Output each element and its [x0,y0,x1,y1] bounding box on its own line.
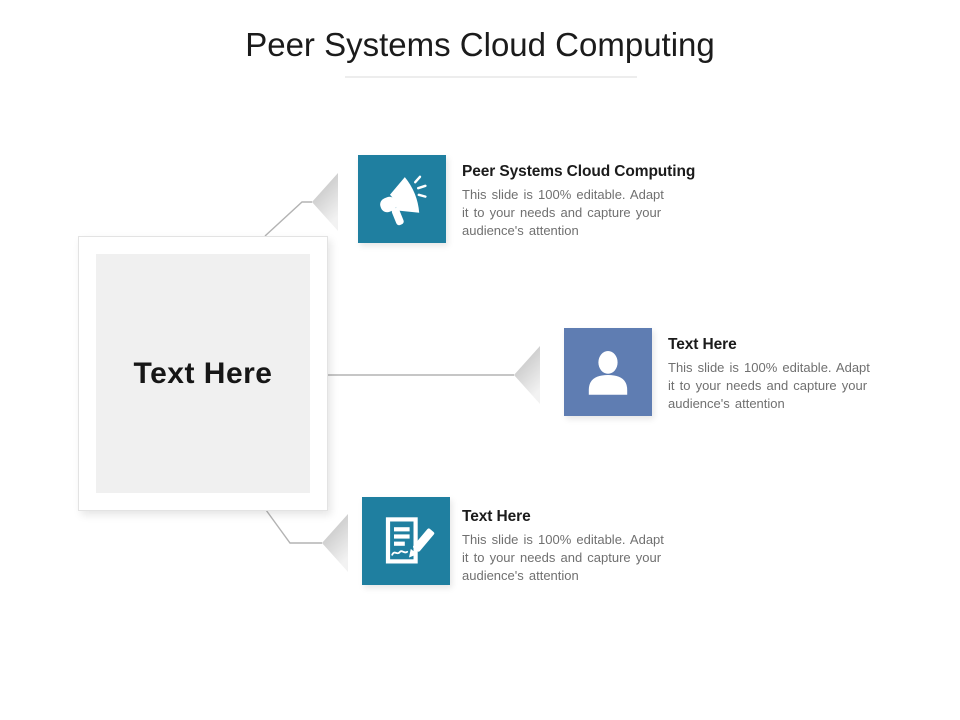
item-heading: Text Here [668,336,737,353]
megaphone-icon [380,175,427,226]
item-body-line: This slide is 100% editable. Adapt [668,360,870,375]
connector-top [264,201,312,237]
center-label: Text Here [133,356,273,390]
arrow-triangle-middle [514,346,540,404]
callout-item-1: Peer Systems Cloud Computing This slide … [462,163,696,240]
megaphone-icon-box [358,155,446,243]
item-body-line: audience's attention [668,396,785,411]
arrow-triangle-top [312,173,338,231]
center-text-inner-panel: Text Here [96,254,310,493]
item-body-line: it to your needs and capture your [462,205,662,220]
person-icon-box [564,328,652,416]
item-heading: Text Here [462,508,531,525]
item-body-line: This slide is 100% editable. Adapt [462,187,664,202]
item-body-line: it to your needs and capture your [462,550,662,565]
arrow-triangle-bottom [322,514,348,572]
slide-title: Peer Systems Cloud Computing [245,26,715,63]
callout-item-3: Text Here This slide is 100% editable. A… [462,508,692,585]
item-body-line: This slide is 100% editable. Adapt [462,532,664,547]
item-heading: Peer Systems Cloud Computing [462,163,696,180]
callout-item-2: Text Here This slide is 100% editable. A… [668,336,898,413]
document-pen-icon [385,517,435,564]
item-body-line: audience's attention [462,568,579,583]
document-pen-icon-box [362,497,450,585]
connector-bottom [265,509,322,544]
center-text-box: Text Here [78,236,328,511]
title-underline [345,76,637,78]
person-icon [588,351,628,395]
item-body-line: it to your needs and capture your [668,378,868,393]
item-body-line: audience's attention [462,223,579,238]
